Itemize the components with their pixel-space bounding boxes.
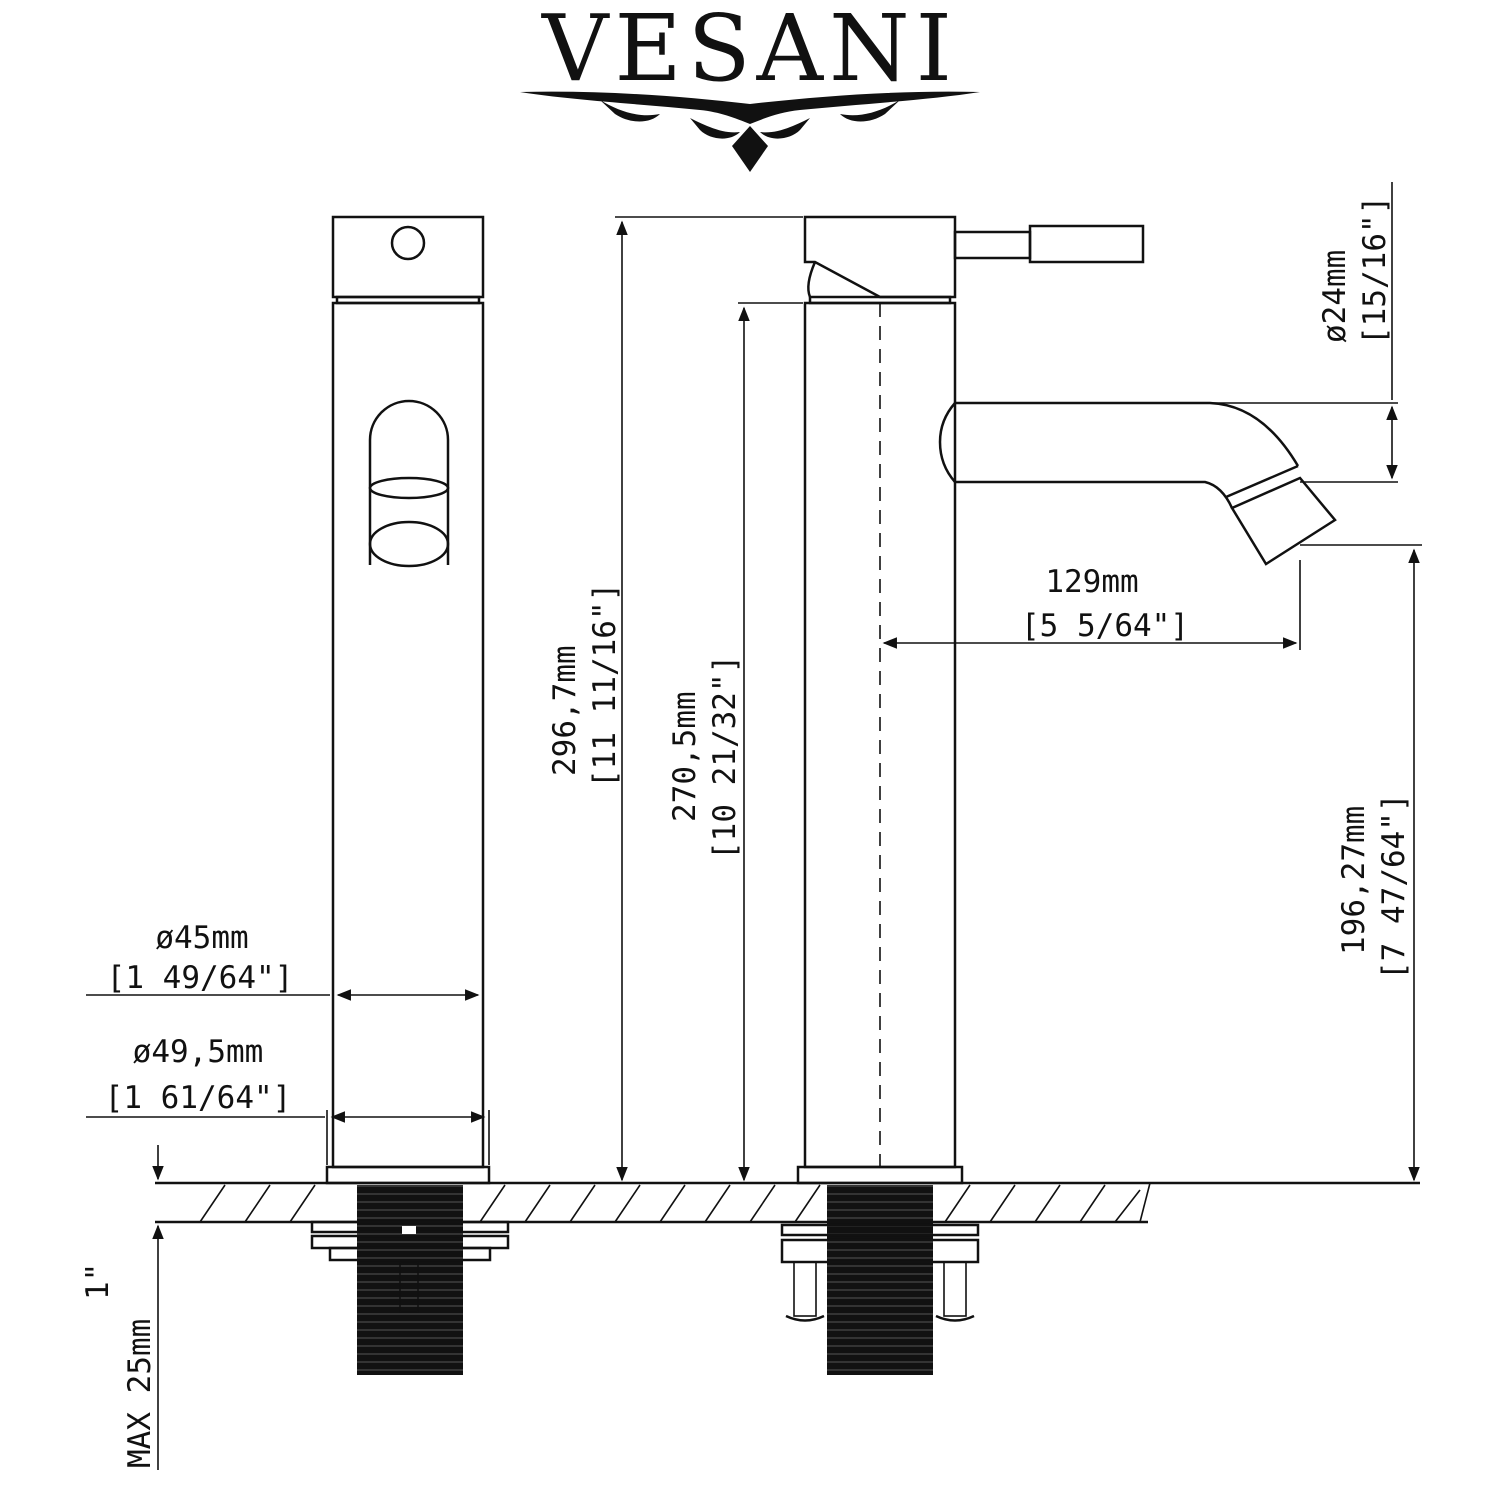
base-ring: [796, 1165, 964, 1185]
overall-height-mm-label: 296,7mm: [547, 645, 583, 776]
body-height-in-label: [10 21/32"]: [707, 655, 743, 860]
spout-reach-mm-label: 129mm: [1045, 564, 1138, 600]
overall-height-in-label: [11 11/16"]: [587, 583, 623, 788]
handle-body: [803, 215, 957, 299]
faucet-body: [331, 301, 485, 1169]
spout: [938, 401, 1337, 566]
spout-height-mm-label: 196,27mm: [1336, 806, 1372, 955]
body-height-mm-label: 270,5mm: [667, 691, 703, 822]
spout-outlet: [368, 399, 450, 568]
supply-hose-stub: [399, 1261, 419, 1313]
spout-diameter-mm-label: ø24mm: [1317, 250, 1353, 343]
countertop-hatch: [199, 1184, 1141, 1223]
spout-height-in-label: [7 47/64"]: [1376, 793, 1412, 980]
base-diameter-mm-label: ø49,5mm: [133, 1034, 264, 1070]
brand-logo: VESANI: [520, 0, 980, 172]
base-ring: [325, 1165, 491, 1185]
mounting-bolt-left: [793, 1261, 817, 1317]
aerator: [1230, 476, 1337, 566]
brand-name: VESANI: [541, 0, 958, 102]
body-diameter-mm-label: ø45mm: [155, 920, 248, 956]
handle-pin: [390, 225, 426, 261]
max-deck-in-label: 1": [80, 1263, 116, 1300]
lever-handle: [1028, 224, 1145, 264]
dimension-labels: 296,7mm [11 11/16"] 270,5mm [10 21/32"] …: [80, 196, 1412, 1468]
base-diameter-in-label: [1 61/64"]: [105, 1080, 292, 1116]
countertop: [155, 1181, 1420, 1224]
mounting-bolt-right: [943, 1261, 967, 1317]
threaded-shank: [357, 1185, 463, 1375]
dimension-lines: [86, 182, 1422, 1470]
lever-neck: [953, 230, 1032, 260]
handle-cap: [331, 215, 485, 299]
faucet-body: [803, 301, 957, 1169]
threaded-shank: [827, 1185, 933, 1375]
max-deck-mm-label: MAX 25mm: [122, 1319, 158, 1468]
logo-ornament: [520, 91, 980, 172]
faucet-front-view: [310, 215, 510, 1375]
spout-diameter-in-label: [15/16"]: [1357, 196, 1393, 345]
spout-reach-in-label: [5 5/64"]: [1021, 608, 1189, 644]
body-diameter-in-label: [1 49/64"]: [107, 960, 294, 996]
faucet-side-view: [780, 215, 1337, 1375]
